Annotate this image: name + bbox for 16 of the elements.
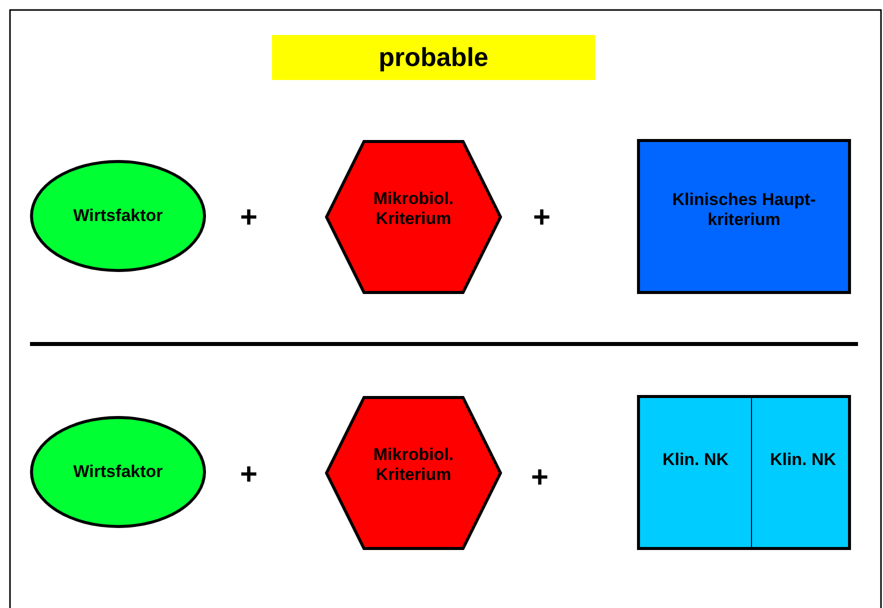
plus-sign: +	[531, 463, 549, 493]
hexagon-node	[325, 396, 502, 550]
plus-sign: +	[240, 460, 258, 490]
title-banner: probable	[272, 35, 595, 80]
plus-sign: +	[533, 203, 551, 233]
rect-node	[637, 139, 851, 294]
node-label: Mikrobiol. Kriterium	[372, 445, 455, 486]
node-label: Mikrobiol. Kriterium	[372, 189, 455, 230]
hexagon-node	[325, 140, 502, 294]
node-label: Wirtsfaktor	[72, 206, 164, 226]
rect-node	[637, 395, 851, 550]
node-label: Klin. NK	[661, 450, 730, 470]
node-label: Wirtsfaktor	[72, 462, 164, 482]
plus-sign: +	[240, 203, 258, 233]
node-label: Klinisches Haupt-kriterium	[671, 190, 817, 231]
node-label: Klin. NK	[768, 450, 838, 470]
